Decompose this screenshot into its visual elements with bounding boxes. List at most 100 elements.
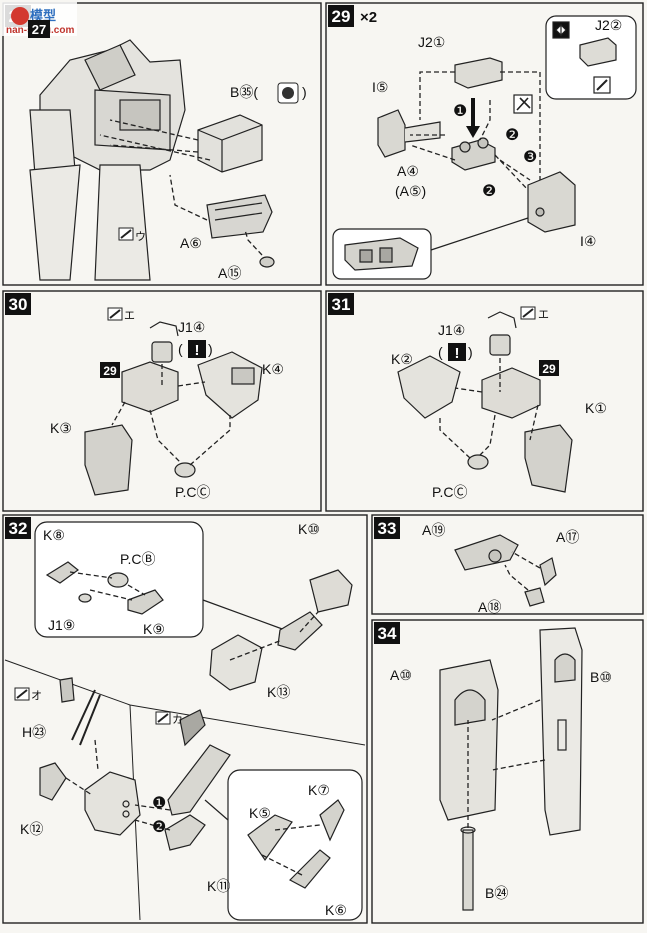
part-label-j1-4-30: J1④ <box>178 319 205 335</box>
step-30-ref-box: 29 <box>100 362 120 378</box>
part-label-k4: K④ <box>262 361 284 377</box>
part-label-a17: A⑰ <box>556 529 579 545</box>
part-label-k3: K③ <box>50 420 72 436</box>
svg-text:!: ! <box>195 342 200 359</box>
svg-text:29: 29 <box>542 362 556 376</box>
svg-text:32: 32 <box>9 519 28 538</box>
caution-icon-31: ! <box>448 343 466 362</box>
paren-open-31: ( <box>438 344 443 360</box>
part-label-k1: K① <box>585 400 607 416</box>
step-29-diagram <box>332 15 637 280</box>
part-label-j1-4-31: J1④ <box>438 322 465 338</box>
part-label-j1-9: J1⑨ <box>48 617 75 633</box>
step-badge-31: 31 <box>328 293 354 315</box>
svg-text:33: 33 <box>378 519 397 538</box>
part-label-pc-b: P.CⒷ <box>120 551 156 567</box>
paren-close-31: ) <box>468 344 473 360</box>
part-label-b10: B⑩ <box>590 669 612 685</box>
marker-pen-icon <box>118 227 134 241</box>
step-badge-30: 30 <box>5 293 31 315</box>
svg-text:34: 34 <box>378 624 397 643</box>
part-label-h23: H㉓ <box>22 724 46 740</box>
part-label-k5: K⑤ <box>249 805 271 821</box>
part-label-j2-2: J2② <box>595 17 622 33</box>
part-label-b39: B㉟( <box>230 84 258 100</box>
marker-pen-icon-30 <box>107 307 123 321</box>
part-label-k2: K② <box>391 351 413 367</box>
step-28-ref-box: 27 <box>28 20 50 38</box>
panel-step-30 <box>2 290 322 512</box>
insert-arrowhead-main <box>466 126 480 138</box>
part-label-k10: K⑩ <box>298 521 320 537</box>
step-33-arrows <box>504 551 541 591</box>
step-34-diagram <box>439 627 583 911</box>
part-label-i4: I④ <box>580 233 596 249</box>
step-order-2b: ❷ <box>482 183 496 200</box>
step-badge-32: 32 <box>5 517 31 539</box>
part-label-b39-close: ) <box>302 84 307 100</box>
step-30-diagram <box>84 321 263 496</box>
tool-label-e-31: エ <box>538 309 549 321</box>
step-31-arrows <box>439 358 539 459</box>
step-31-ref-box: 29 <box>539 360 559 376</box>
caution-icon-30: ! <box>188 340 206 359</box>
step-31-diagram <box>397 311 573 493</box>
quantity-label: ×2 <box>360 9 377 26</box>
part-label-k12: K⑫ <box>20 821 43 837</box>
part-label-k8: K⑧ <box>43 527 65 543</box>
paren-open-30: ( <box>178 341 183 357</box>
svg-text:29: 29 <box>332 7 351 26</box>
marker-pen-icon-32a <box>14 687 30 701</box>
part-label-a18: A⑱ <box>478 599 501 615</box>
svg-text:30: 30 <box>9 295 28 314</box>
step-32-arrows <box>65 571 321 876</box>
step-badge-33: 33 <box>374 517 400 539</box>
part-label-pc-c-31: P.CⒸ <box>432 484 468 500</box>
part-label-k7: K⑦ <box>308 782 330 798</box>
step-30-arrows <box>111 364 231 466</box>
step-order-3: ❸ <box>523 149 537 166</box>
tool-label-o: オ <box>31 689 42 702</box>
panel-step-31 <box>325 290 644 512</box>
step-28-diagram <box>29 39 275 281</box>
part-label-k13: K⑬ <box>267 684 290 700</box>
step-34-arrows <box>467 699 546 828</box>
svg-text:31: 31 <box>332 295 351 314</box>
step-order-2a: ❷ <box>505 127 519 144</box>
panel-step-29 <box>325 2 644 286</box>
part-label-a19: A⑲ <box>422 522 445 538</box>
tool-label-ka: カ <box>172 713 183 726</box>
tool-label-u: ウ <box>135 230 146 243</box>
step-29-arrows <box>409 71 541 191</box>
step-32-diagram <box>4 521 366 921</box>
svg-text:27: 27 <box>32 22 46 37</box>
part-label-a15: A⑮ <box>218 265 241 281</box>
paren-close-30: ) <box>208 341 213 357</box>
svg-text:29: 29 <box>103 364 117 378</box>
part-label-b24: B㉔ <box>485 885 508 901</box>
part-label-k11: K⑪ <box>207 878 230 894</box>
svg-text:!: ! <box>455 345 460 362</box>
apply-decal-icon <box>277 82 299 104</box>
panel-step-32 <box>2 514 368 924</box>
step-order-32-2: ❷ <box>152 819 166 836</box>
marker-pen-icon-31 <box>520 306 536 320</box>
part-label-k6: K⑥ <box>325 902 347 918</box>
part-label-a10: A⑩ <box>390 667 412 683</box>
part-label-a6: A⑥ <box>180 235 202 251</box>
part-label-i5: I⑤ <box>372 79 388 95</box>
part-label-j2-1: J2① <box>418 34 445 50</box>
step-badge-29: 29 <box>328 5 354 27</box>
watermark-logo-text: 模型 <box>30 8 56 23</box>
panel-step-34 <box>371 619 644 924</box>
step-order-1: ❶ <box>453 103 467 120</box>
step-33-diagram <box>454 534 557 607</box>
part-label-a4: A④ <box>397 163 419 179</box>
step-badge-34: 34 <box>374 622 400 644</box>
part-label-a5: (A⑤) <box>395 183 426 199</box>
panel-step-33 <box>371 514 644 615</box>
part-label-k9: K⑨ <box>143 621 165 637</box>
panel-step-28 <box>2 2 322 286</box>
